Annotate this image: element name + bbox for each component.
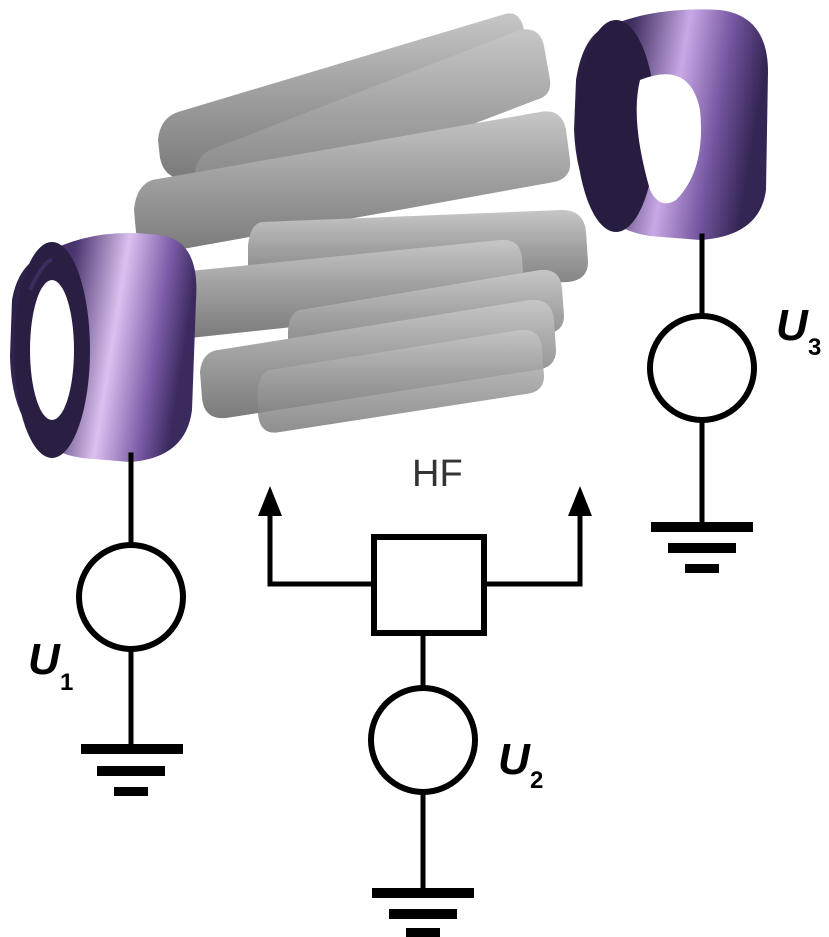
rod-bottom-back xyxy=(258,329,544,433)
ground-symbol-u3 xyxy=(651,522,753,573)
voltage-source-u1 xyxy=(76,542,186,652)
u1-label: U xyxy=(28,635,61,684)
u1-subscript: 1 xyxy=(60,669,73,696)
u3-subscript: 3 xyxy=(808,334,821,361)
hf-generator-box xyxy=(371,534,487,636)
wire-hf-right xyxy=(481,507,583,587)
arrow-right-head xyxy=(568,486,592,516)
hf-label: HF xyxy=(412,453,463,495)
rod-middle-upper xyxy=(134,111,571,253)
ground-symbol-u2 xyxy=(372,888,474,937)
u3-label: U xyxy=(776,301,809,350)
arrow-left-head xyxy=(258,486,282,516)
right-ring-electrode xyxy=(574,9,768,240)
ground-symbol-u1 xyxy=(81,744,183,796)
left-ring-electrode xyxy=(10,233,197,462)
quadrupole-rods xyxy=(134,13,588,433)
u2-subscript: 2 xyxy=(530,767,543,794)
voltage-source-u3 xyxy=(647,313,757,423)
wire-hf-left xyxy=(267,507,377,587)
circuit-wiring xyxy=(128,233,705,893)
u2-label: U xyxy=(498,735,531,784)
rod-back-lower xyxy=(166,239,524,339)
voltage-source-u2 xyxy=(368,685,478,795)
